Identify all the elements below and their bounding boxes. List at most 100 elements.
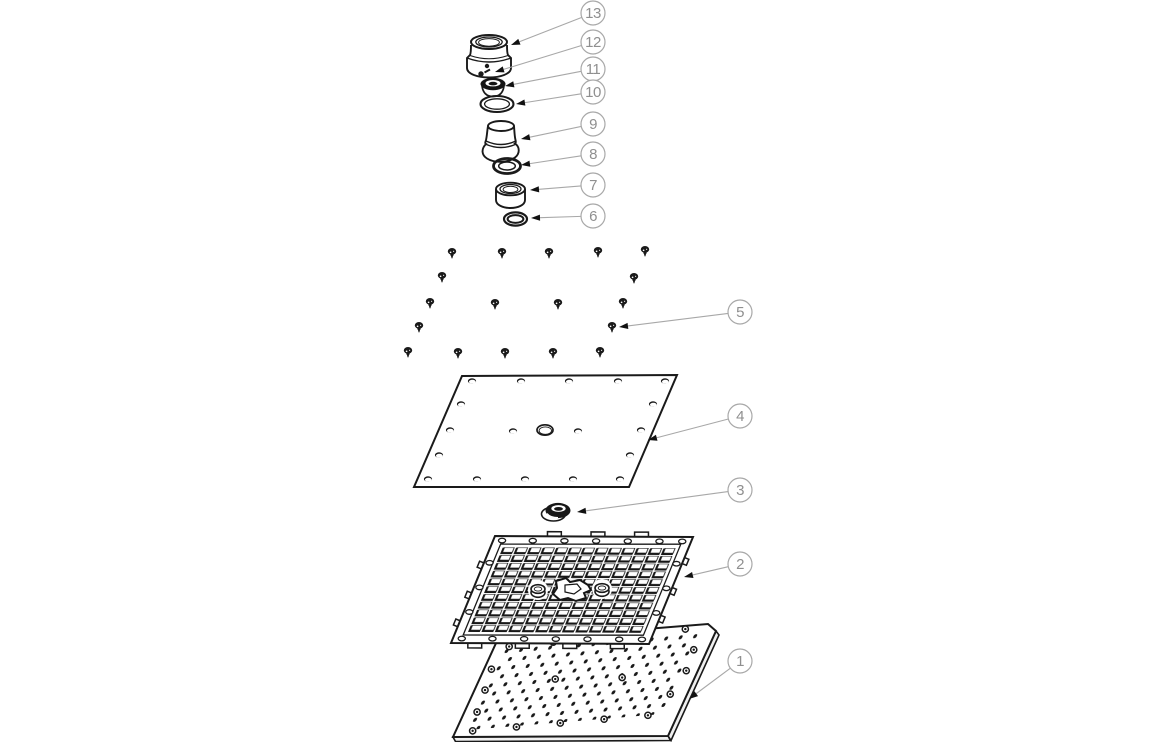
gasket-hole (472, 476, 482, 482)
callout-3: 3 (577, 477, 753, 514)
callout-circle (580, 172, 606, 198)
callout-number: 13 (585, 5, 601, 22)
spray-plate-screw-hole (644, 711, 652, 720)
gasket-hole (467, 378, 477, 384)
leader-arrowhead (516, 99, 526, 106)
callout-circle (727, 299, 753, 325)
callout-6: 6 (531, 203, 606, 229)
spray-plate-screw-hole (551, 675, 560, 683)
callout-number: 5 (736, 304, 744, 321)
callout-2: 2 (684, 551, 753, 578)
spray-plate-screw-hole (600, 715, 608, 724)
leader-line (695, 667, 731, 695)
spray-plate-nozzle-field (467, 632, 701, 730)
screw (607, 322, 617, 333)
screw (500, 348, 510, 359)
leader-arrowhead (531, 214, 541, 221)
leader-line (585, 491, 729, 512)
set-screw-hole (484, 63, 490, 69)
callout-8: 8 (521, 141, 606, 167)
callout-13: 13 (511, 0, 606, 45)
gasket-hole (615, 476, 625, 482)
gasket-plate-center-hole (536, 423, 554, 437)
screw (553, 299, 563, 310)
leader-arrowhead (511, 38, 521, 45)
callout-number: 7 (589, 177, 597, 194)
rim-hole (497, 537, 507, 544)
leader-arrowhead (619, 322, 629, 329)
rim-hole (485, 559, 494, 566)
screw (437, 272, 447, 283)
rim-hole (672, 560, 681, 567)
gasket-hole (636, 427, 646, 433)
leader-arrowhead (505, 81, 515, 88)
callout-circle (580, 29, 606, 55)
rim-hole (651, 609, 661, 616)
rim-hole (614, 636, 624, 643)
gasket-hole (648, 401, 658, 407)
gasket-hole (456, 401, 466, 407)
screw (640, 246, 650, 257)
flow-grid-center-opening (551, 576, 593, 603)
gasket-hole (660, 378, 670, 384)
leader-line (627, 312, 729, 327)
callout-11: 11 (505, 56, 606, 88)
rim-hole (637, 636, 647, 643)
spray-plate-screw-hole (666, 690, 675, 698)
gasket-hole (564, 378, 574, 384)
screw (453, 348, 463, 359)
leader-line (539, 215, 582, 219)
gasket-hole (613, 378, 623, 384)
callout-number: 8 (589, 146, 597, 163)
leader-arrowhead (530, 186, 540, 193)
rim-hole (677, 538, 687, 545)
callout-circle (727, 403, 753, 429)
callout-number: 2 (736, 556, 744, 573)
rim-hole (662, 585, 671, 592)
rim-hole (488, 635, 497, 642)
screw (403, 347, 413, 358)
callout-7: 7 (530, 172, 606, 198)
screw (595, 347, 605, 358)
rim-hole (655, 538, 664, 545)
gasket-hole (508, 428, 518, 434)
callout-5: 5 (619, 299, 753, 329)
rim-hole (583, 636, 592, 643)
callout-number: 1 (736, 653, 744, 670)
screw (490, 299, 500, 310)
screw (618, 298, 628, 309)
gasket-hole (520, 476, 530, 482)
leader-line (692, 566, 729, 576)
screw (544, 248, 554, 259)
screw (629, 273, 639, 284)
gasket-hole (568, 476, 578, 482)
gasket-hole (423, 476, 433, 482)
flow-grid-left-boss (528, 580, 548, 600)
callout-number: 9 (589, 116, 597, 133)
leader-arrowhead (577, 507, 587, 514)
flow-grid-rim-holes (457, 537, 687, 643)
gasket-hole (625, 452, 635, 458)
rim-hole (457, 635, 467, 642)
screw (548, 348, 558, 359)
callout-4: 4 (648, 403, 753, 441)
spray-plate-screw-hole (473, 708, 481, 716)
callout-12: 12 (495, 29, 606, 73)
rim-hole (465, 609, 474, 615)
callout-circle (580, 141, 606, 167)
callout-circle (580, 0, 606, 26)
spray-plate-screw-hole (481, 686, 489, 694)
rim-hole (623, 538, 633, 545)
flow-grid-right-boss (592, 579, 612, 599)
callout-number: 10 (585, 84, 601, 101)
spray-plate-screw-hole (682, 666, 691, 675)
rim-hole (551, 636, 561, 642)
leader-line (513, 70, 582, 85)
gasket-plate-holes (423, 378, 670, 482)
leader-line (529, 125, 582, 138)
gasket-hole (573, 428, 583, 434)
rim-hole (591, 538, 601, 544)
screw (497, 248, 507, 259)
leader-line (656, 418, 729, 439)
